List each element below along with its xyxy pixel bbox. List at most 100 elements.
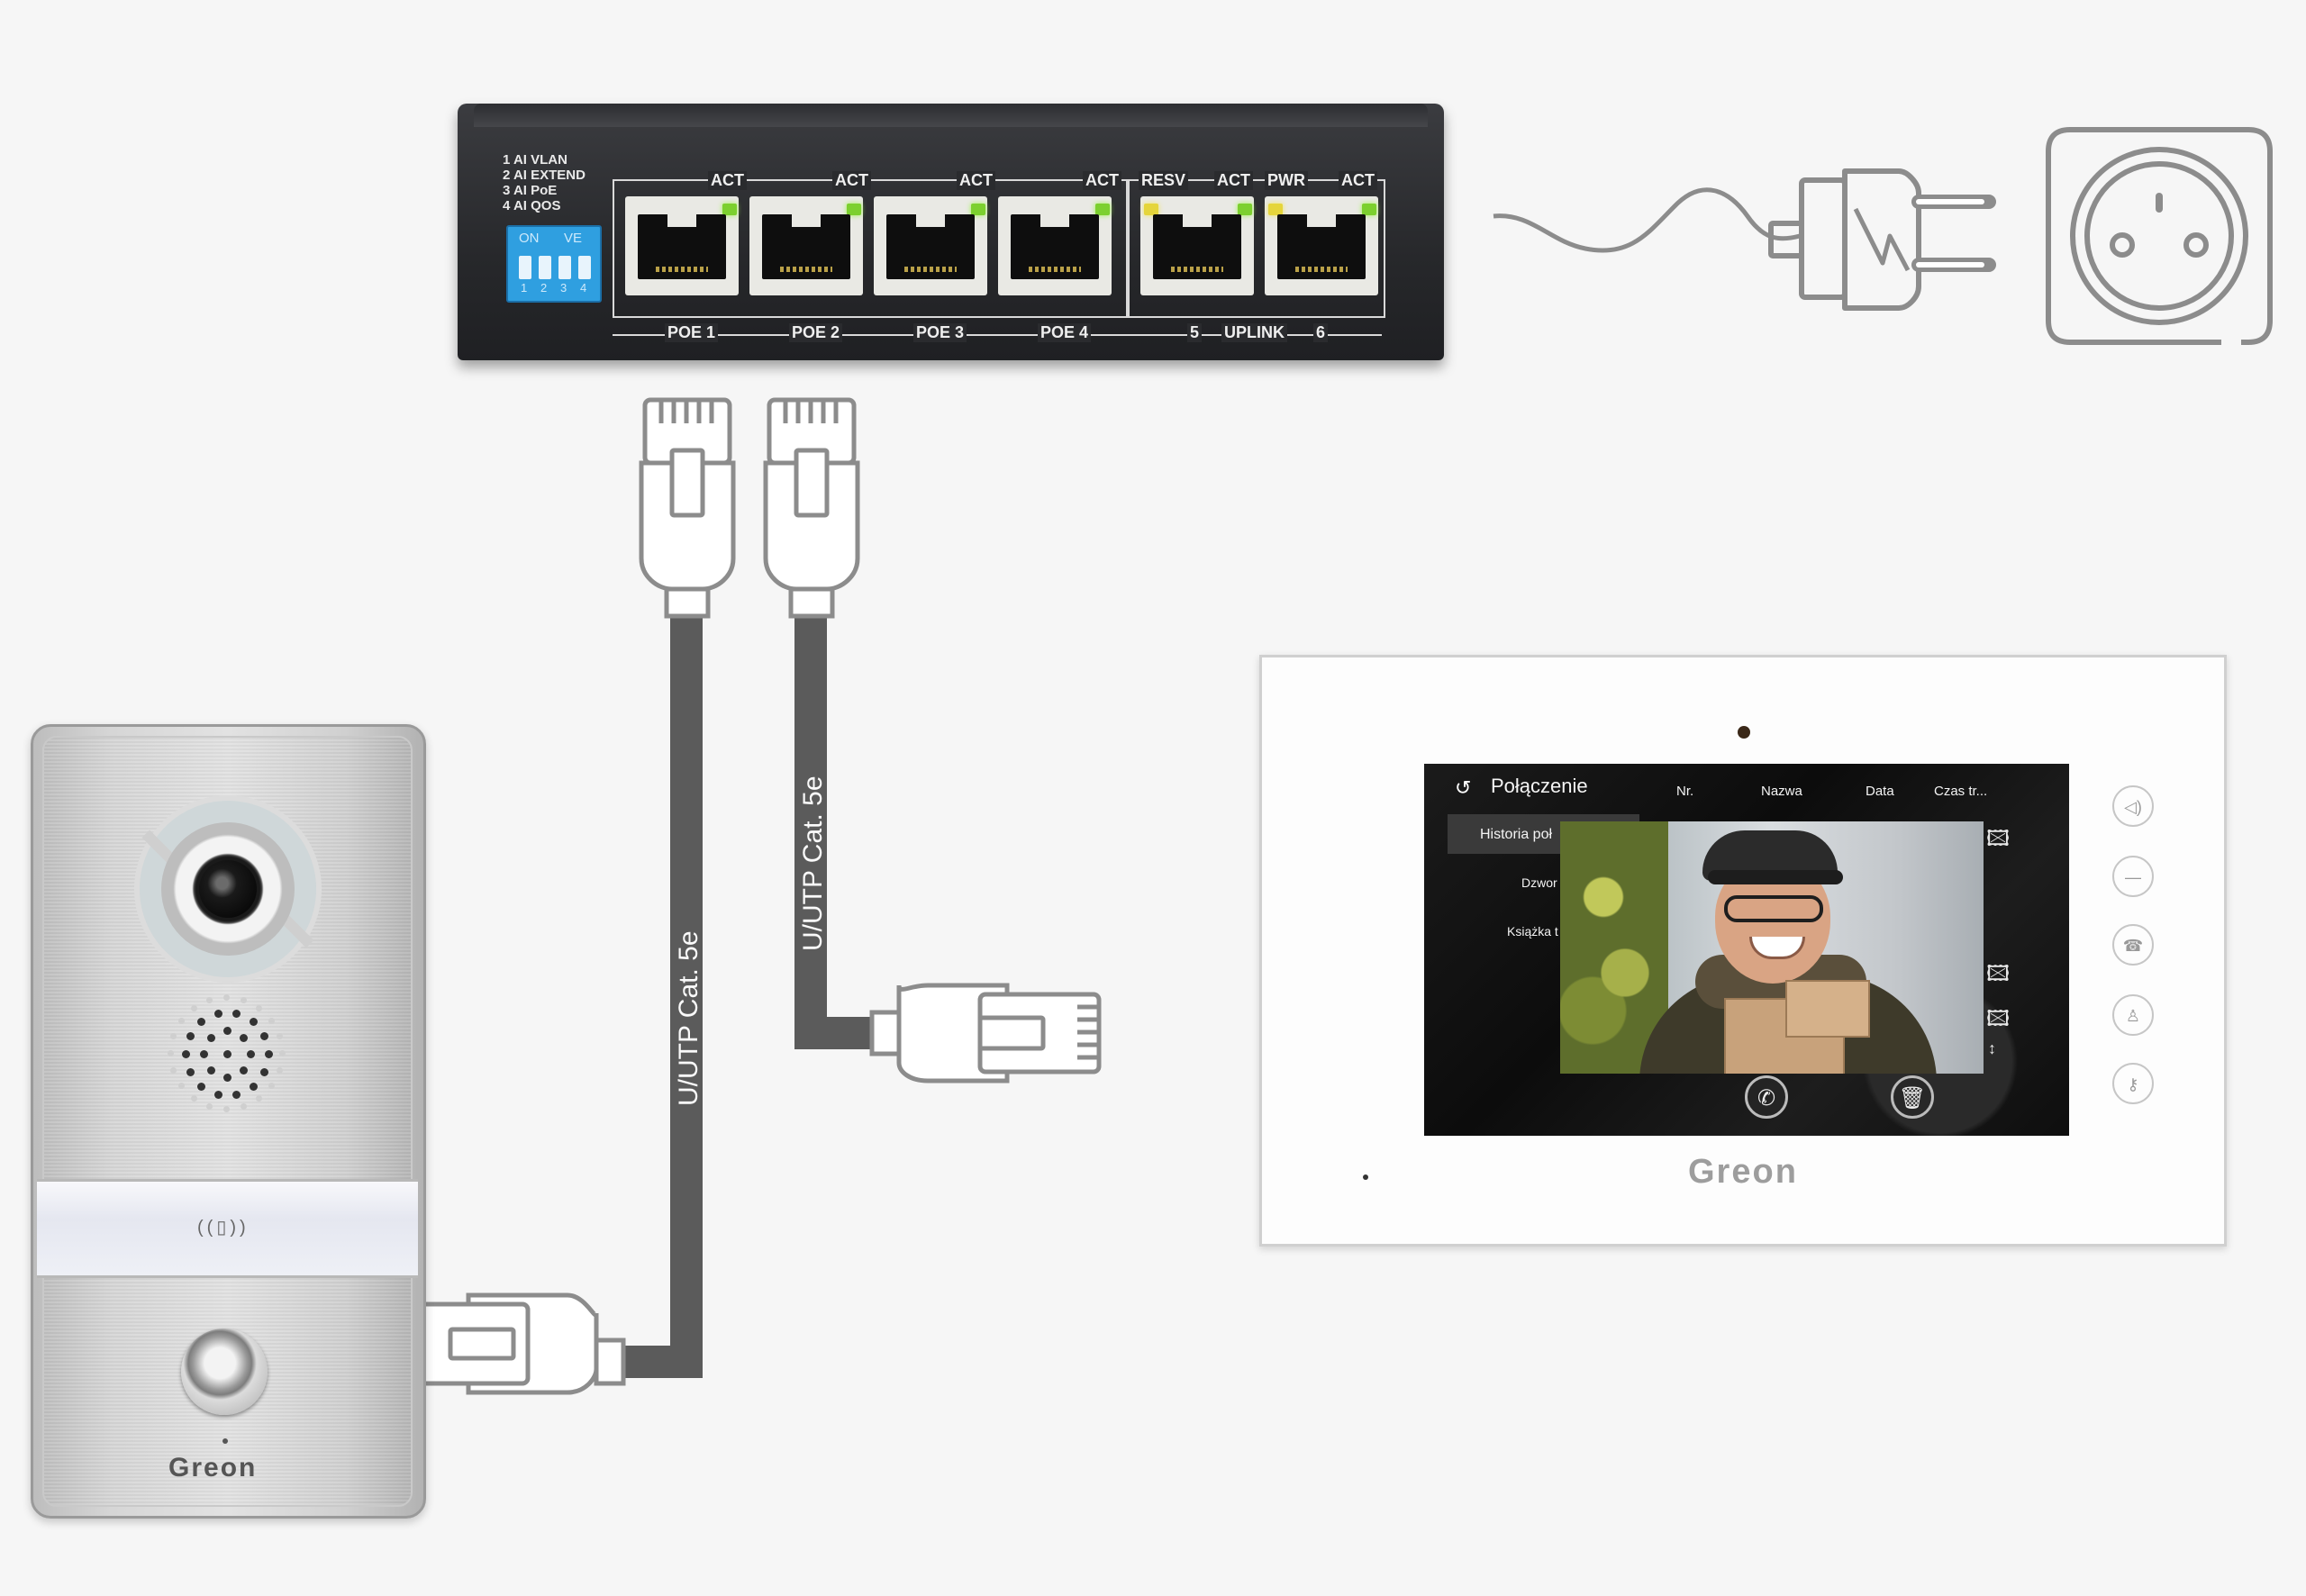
column-date: Data	[1866, 784, 1894, 799]
port-led	[1095, 204, 1110, 215]
uplink-label: UPLINK	[1221, 323, 1287, 342]
speaker-hole	[276, 1067, 283, 1075]
image-icon[interactable]: 🖾	[1986, 1007, 2011, 1031]
camera-icon	[199, 860, 257, 918]
column-duration: Czas tr...	[1934, 784, 1988, 799]
speaker-hole	[249, 1082, 258, 1091]
resize-icon[interactable]: ↕	[1988, 1039, 1996, 1057]
speaker-hole	[170, 1067, 177, 1075]
menu-doorbell[interactable]: Dzwor	[1521, 875, 1557, 890]
speaker-icon[interactable]: ◁)	[2112, 785, 2154, 827]
speaker-hole	[186, 1032, 195, 1041]
rj45-plug-icon	[763, 397, 860, 619]
dip-toggle-4[interactable]	[578, 256, 591, 279]
speaker-hole	[186, 1067, 195, 1076]
poe-port-2[interactable]	[749, 196, 863, 295]
column-name: Nazwa	[1761, 784, 1802, 799]
poe-port-4-label: POE 4	[1038, 323, 1092, 342]
speaker-hole	[205, 1102, 213, 1110]
dip-mode-1: 1 AI VLAN	[503, 152, 567, 168]
speaker-hole	[206, 1033, 215, 1042]
rj45-socket	[1153, 214, 1241, 279]
trash-icon[interactable]: 🗑	[1891, 1075, 1934, 1119]
door-station-cable	[605, 612, 703, 1378]
uplink-ports-frame	[1128, 179, 1385, 318]
photo-foliage	[1560, 821, 1668, 1074]
image-icon[interactable]: 🖾	[1986, 962, 2011, 986]
switch-label-line	[613, 334, 1382, 336]
port-led	[847, 204, 861, 215]
socket-icon	[2046, 127, 2273, 345]
speaker-hole	[265, 1050, 273, 1058]
speaker-hole	[268, 1083, 276, 1090]
dip-switch[interactable]: ON VE 1 2 3 4	[506, 225, 602, 303]
speaker-hole	[170, 1032, 177, 1039]
minus-icon[interactable]: —	[2112, 856, 2154, 897]
poe-port-1[interactable]	[625, 196, 739, 295]
dip-ve-label: VE	[564, 231, 583, 246]
port-led	[1144, 204, 1158, 215]
menu-call-history[interactable]: Historia poł	[1480, 827, 1553, 842]
speaker-hole	[213, 1090, 222, 1099]
uplink-port-6-number: 6	[1313, 323, 1329, 342]
speaker-hole	[177, 1083, 185, 1090]
speaker-hole	[268, 1017, 276, 1024]
menu-phonebook[interactable]: Książka t	[1507, 924, 1558, 939]
speaker-grille	[168, 994, 286, 1112]
port-led	[971, 204, 985, 215]
poe-port-1-label: POE 1	[665, 323, 719, 342]
act-label-6: ACT	[1339, 171, 1377, 190]
speaker-hole	[223, 994, 230, 1001]
screen-title: Połączenie	[1491, 775, 1588, 797]
rj45-plug-icon	[869, 983, 1102, 1084]
speaker-hole	[279, 1050, 286, 1056]
image-icon[interactable]: 🖾	[1986, 827, 2011, 851]
back-arrow-icon[interactable]: ↺	[1455, 776, 1472, 799]
monitor-microphone	[1363, 1174, 1368, 1180]
speaker-hole	[241, 997, 248, 1004]
speaker-hole	[223, 1106, 230, 1112]
call-answer-icon[interactable]: ✆	[1745, 1075, 1788, 1119]
dip-toggle-2[interactable]	[539, 256, 551, 279]
dip-number-1: 1	[521, 281, 528, 295]
resv-label: RESV	[1139, 171, 1189, 190]
visitor-snapshot	[1560, 821, 1984, 1074]
speaker-hole	[276, 1032, 283, 1039]
dip-toggle-1[interactable]	[519, 256, 531, 279]
indoor-monitor: ↺ Połączenie Nr. Nazwa Data Czas tr... H…	[1259, 655, 2227, 1247]
dip-mode-3: 3 AI PoE	[503, 183, 558, 198]
nfc-card-icon: ((▯))	[197, 1218, 250, 1238]
key-icon[interactable]: ⚷	[2112, 1063, 2154, 1104]
dip-number-3: 3	[560, 281, 567, 295]
rj45-plug-icon	[639, 397, 736, 619]
dip-toggle-3[interactable]	[558, 256, 571, 279]
monitor-screen[interactable]: ↺ Połączenie Nr. Nazwa Data Czas tr... H…	[1424, 764, 2069, 1136]
port-led	[1362, 204, 1376, 215]
rj45-socket	[762, 214, 850, 279]
dip-number-2: 2	[540, 281, 548, 295]
port-led	[1238, 204, 1252, 215]
speaker-hole	[232, 1010, 241, 1019]
door-station-logo: Greon	[168, 1453, 258, 1483]
handset-icon[interactable]: ☎	[2112, 924, 2154, 966]
poe-port-4[interactable]	[998, 196, 1112, 295]
poe-port-3[interactable]	[874, 196, 987, 295]
speaker-hole	[247, 1050, 255, 1058]
switch-top-edge	[474, 104, 1428, 127]
speaker-hole	[182, 1050, 190, 1058]
poe-port-2-label: POE 2	[789, 323, 843, 342]
speaker-hole	[260, 1032, 269, 1041]
user-icon[interactable]: ♙	[2112, 994, 2154, 1036]
rj45-socket	[1011, 214, 1099, 279]
speaker-hole	[213, 1010, 222, 1019]
rfid-reader-band[interactable]: ((▯))	[37, 1179, 418, 1278]
uplink-port-6[interactable]	[1265, 196, 1378, 295]
speaker-hole	[223, 1027, 232, 1035]
monitor-camera	[1738, 726, 1750, 739]
dip-number-4: 4	[580, 281, 587, 295]
speaker-hole	[223, 1074, 232, 1082]
uplink-port-5[interactable]	[1140, 196, 1254, 295]
call-button[interactable]	[181, 1328, 268, 1415]
dip-mode-4: 4 AI QOS	[503, 198, 561, 213]
